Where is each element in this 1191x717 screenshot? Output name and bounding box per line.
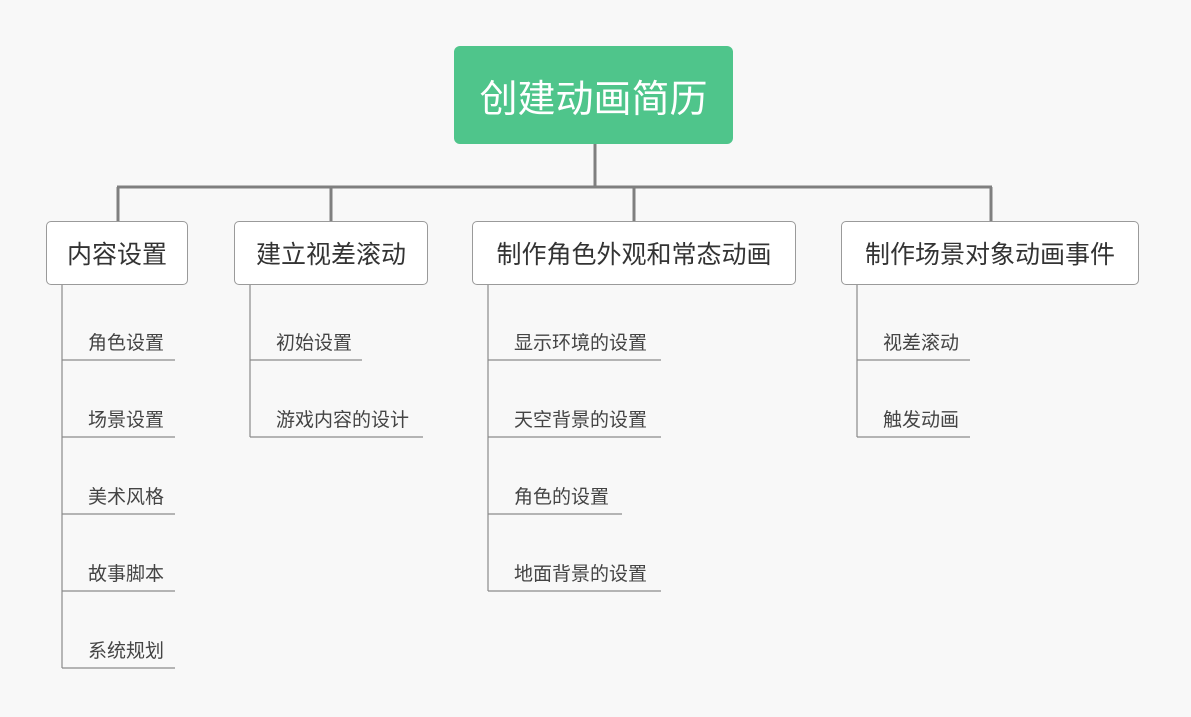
leaf-item: 天空背景的设置 <box>514 409 648 431</box>
leaf-item: 游戏内容的设计 <box>276 409 410 431</box>
leaf-item: 系统规划 <box>88 640 165 662</box>
leaf-item: 故事脚本 <box>88 563 165 585</box>
leaf-item: 初始设置 <box>276 332 353 354</box>
leaf-item: 美术风格 <box>88 486 165 508</box>
branch-node-scene-object-events: 制作场景对象动画事件 <box>841 221 1139 285</box>
leaf-item: 地面背景的设置 <box>514 563 648 585</box>
leaf-item: 角色的设置 <box>514 486 610 508</box>
leaf-item: 角色设置 <box>88 332 165 354</box>
leaf-item: 显示环境的设置 <box>514 332 648 354</box>
leaf-item: 场景设置 <box>88 409 165 431</box>
leaf-item: 视差滚动 <box>883 332 960 354</box>
branch-node-character-animation: 制作角色外观和常态动画 <box>472 221 796 285</box>
branch-node-content-settings: 内容设置 <box>46 221 188 285</box>
branch-node-parallax-scrolling: 建立视差滚动 <box>234 221 428 285</box>
leaf-item: 触发动画 <box>883 409 960 431</box>
root-node: 创建动画简历 <box>454 46 733 144</box>
